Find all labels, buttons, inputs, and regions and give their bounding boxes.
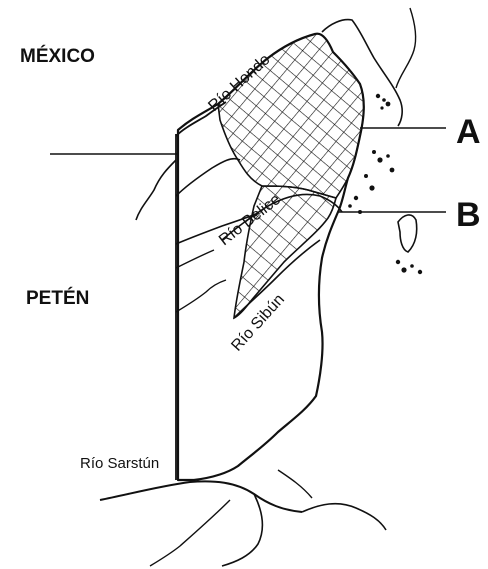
label-peten: PETÉN [26,287,89,309]
label-line-a: A [456,113,481,151]
cayes [348,93,423,275]
zone-a-hatched [217,32,365,199]
atoll [397,214,418,253]
river-west-1 [135,159,177,221]
southern-river-3 [149,499,231,567]
southern-coast [301,502,387,531]
northern-coast-right [395,7,417,89]
label-mexico: MÉXICO [20,45,95,67]
river-west-5 [175,279,227,313]
zone-b-hatched [233,185,337,320]
rio-hondo-path [175,101,227,137]
label-line-b: B [456,196,481,234]
label-rio-sarstun: Río Sarstún [80,455,159,472]
southern-river-2 [277,469,313,499]
river-west-2 [175,157,241,197]
southern-river-1 [221,493,264,567]
northern-coast [321,18,403,127]
river-west-3 [175,213,257,245]
rio-belice-path [221,193,343,241]
river-west-4 [175,249,215,269]
rio-sibun-path [233,239,321,319]
rio-sarstun-path [99,480,303,513]
